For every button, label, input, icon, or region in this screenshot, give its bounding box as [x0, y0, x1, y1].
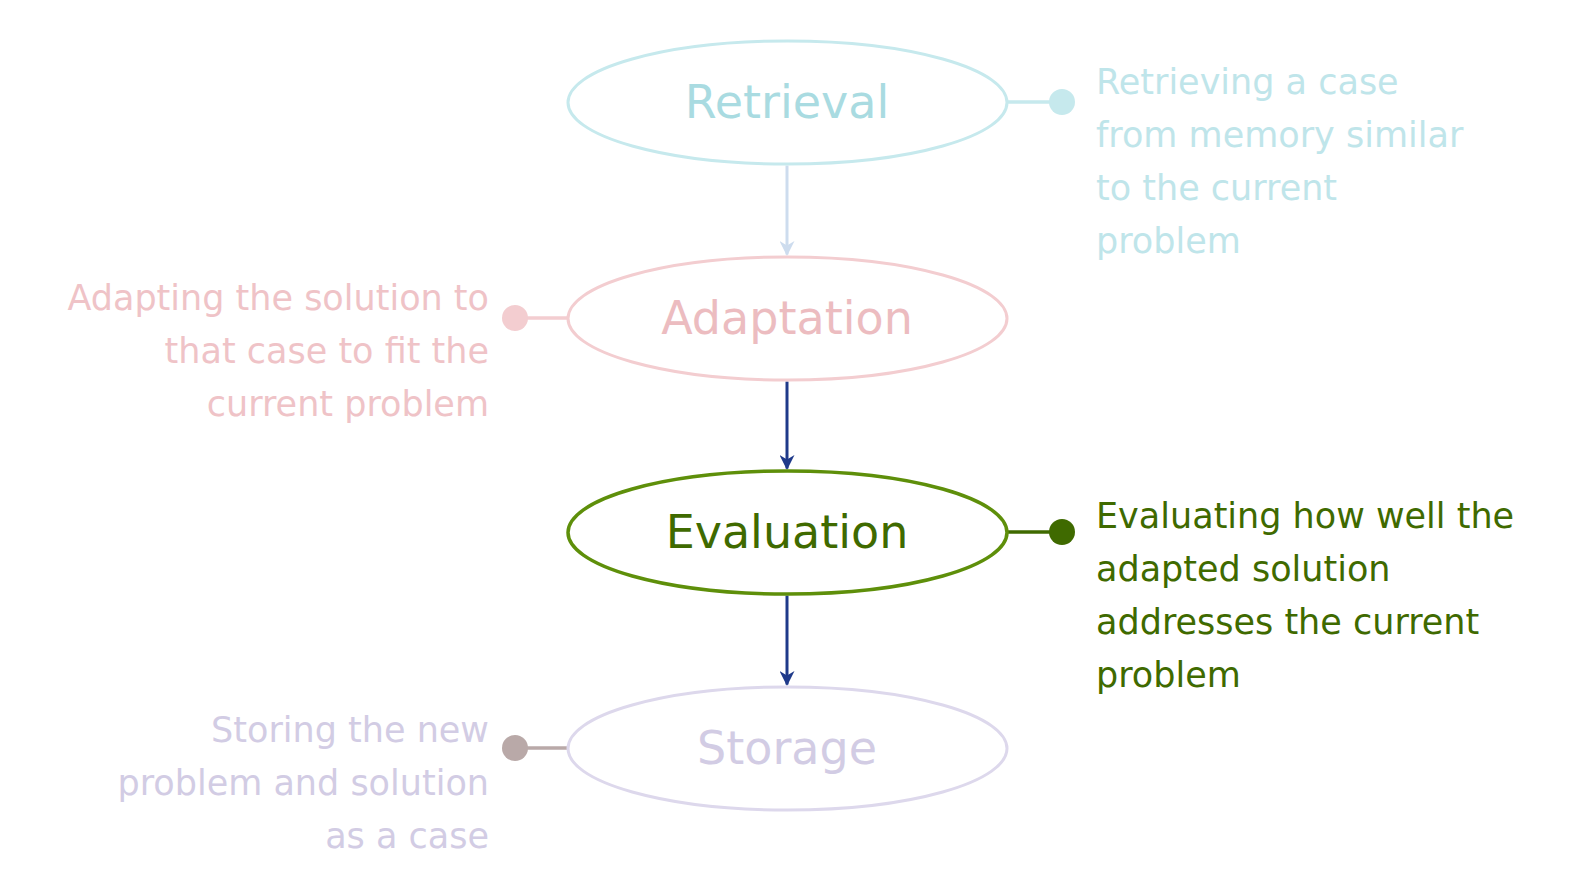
flow-arrow: [786, 166, 789, 255]
leader-dot: [502, 735, 528, 761]
leader-dot: [502, 305, 528, 331]
step-name: Storage: [566, 685, 1009, 812]
step-description: Retrieving a case from memory similar to…: [1096, 56, 1486, 268]
flow-arrow: [786, 382, 789, 469]
step-name: Retrieval: [566, 39, 1009, 166]
process-ellipse: Adaptation: [566, 255, 1009, 382]
flow-arrow: [786, 596, 789, 685]
process-ellipse: Evaluation: [566, 469, 1009, 596]
process-ellipse: Retrieval: [566, 39, 1009, 166]
step-description: Evaluating how well the adapted solution…: [1096, 490, 1566, 702]
process-ellipse: Storage: [566, 685, 1009, 812]
step-name: Adaptation: [566, 255, 1009, 382]
step-description: Adapting the solution to that case to fi…: [29, 272, 489, 431]
leader-dot: [1049, 89, 1075, 115]
leader-dot: [1049, 519, 1075, 545]
step-description: Storing the new problem and solution as …: [89, 704, 489, 863]
step-name: Evaluation: [566, 469, 1009, 596]
